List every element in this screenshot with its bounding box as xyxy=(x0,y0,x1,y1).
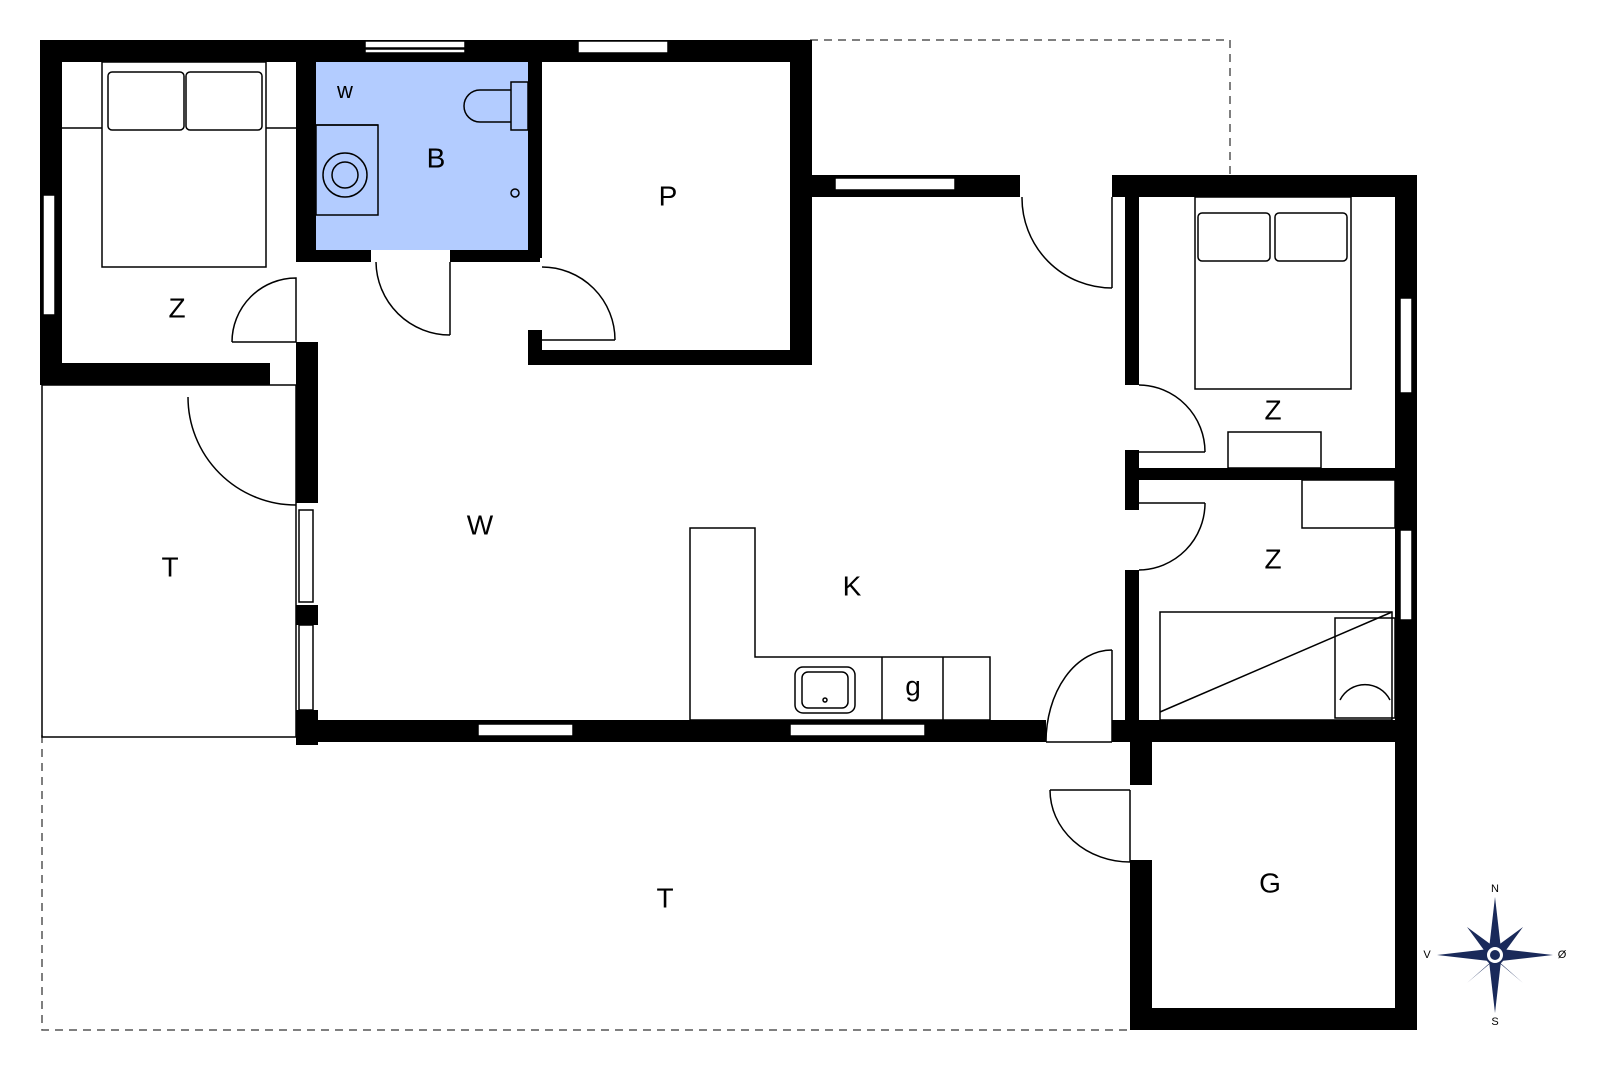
windows xyxy=(42,40,1413,737)
compass-rose-icon: N S V Ø xyxy=(1423,883,1566,1028)
room-label-terrace-south: T xyxy=(656,882,673,913)
walls xyxy=(40,40,1417,1030)
room-label-toilet: w xyxy=(336,78,353,103)
fixtures xyxy=(62,61,1396,721)
terrace-outlines xyxy=(41,39,1231,1031)
room-label-living: W xyxy=(467,509,494,540)
room-label-terrace-west: T xyxy=(161,551,178,582)
compass-north-label: N xyxy=(1491,883,1499,895)
doors xyxy=(187,196,1206,863)
room-label-bedroom-east: Z xyxy=(1264,394,1281,425)
room-label-p: P xyxy=(659,180,678,211)
room-label-bedroom-nw: Z xyxy=(168,292,185,323)
room-label-bathroom: B xyxy=(427,142,446,173)
compass-south-label: S xyxy=(1491,1016,1498,1028)
bathroom-floor xyxy=(316,60,530,250)
room-label-garage: G xyxy=(1259,867,1281,898)
compass-west-label: V xyxy=(1423,949,1431,961)
room-label-bedroom-east2: Z xyxy=(1264,543,1281,574)
room-label-kitchen-g: g xyxy=(905,670,921,701)
compass-east-label: Ø xyxy=(1558,949,1567,961)
room-label-kitchen: K xyxy=(843,570,862,601)
room-labels: Z w B P W K g T T Z Z G xyxy=(161,78,1281,914)
